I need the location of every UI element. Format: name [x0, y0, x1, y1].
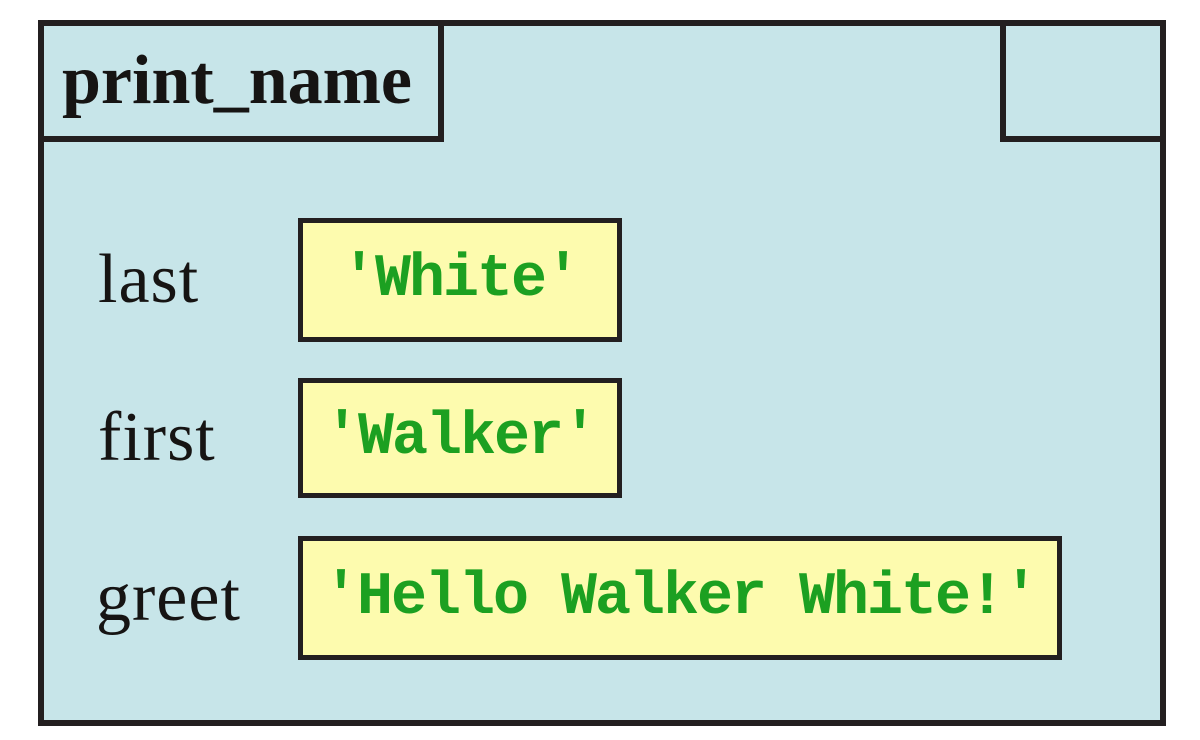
frame-empty-corner-box: [1000, 20, 1166, 142]
value-text-last: 'White': [340, 246, 581, 314]
value-text-greet: 'Hello Walker White!': [322, 564, 1039, 632]
value-text-first: 'Walker': [323, 404, 598, 472]
variable-name-first: first: [98, 399, 216, 476]
frame-name-tab: print_name: [38, 20, 444, 142]
variable-name-last: last: [98, 241, 200, 318]
variable-name-greet: greet: [96, 559, 241, 636]
value-box-last: 'White': [298, 218, 622, 342]
value-box-first: 'Walker': [298, 378, 622, 498]
frame-name-label: print_name: [62, 42, 412, 119]
value-box-greet: 'Hello Walker White!': [298, 536, 1062, 660]
